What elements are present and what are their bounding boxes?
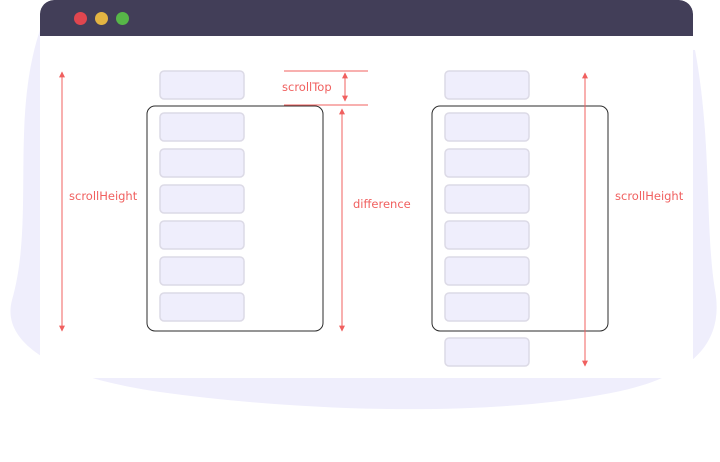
right-visible-item-4 [444,220,530,250]
maximize-dot-icon[interactable] [116,12,129,25]
left-hidden-item-top [159,70,245,100]
scroll-top-label: scrollTop [282,80,332,94]
difference-label-bg [350,195,414,213]
difference-label: difference [353,197,411,211]
left-visible-item-1 [159,112,245,142]
right-scroll-container [431,105,609,332]
left-diagram: scrollHeight scrollTop difference [59,70,414,332]
right-scroll-height-label: scrollHeight [615,189,684,203]
minimize-dot-icon[interactable] [95,12,108,25]
left-visible-item-4 [159,220,245,250]
left-visible-item-6 [159,292,245,322]
left-scroll-height-label: scrollHeight [69,189,138,203]
right-hidden-item-top [444,70,530,100]
right-visible-item-1 [444,112,530,142]
left-scroll-container [146,105,324,332]
right-visible-item-6 [444,292,530,322]
window-titlebar [40,0,693,36]
left-visible-item-3 [159,184,245,214]
left-visible-item-2 [159,148,245,178]
right-hidden-item-bottom [444,337,530,367]
right-diagram: scrollHeight [431,70,688,367]
left-visible-item-5 [159,256,245,286]
right-scroll-height-label-bg [612,187,688,205]
right-visible-item-3 [444,184,530,214]
right-visible-item-5 [444,256,530,286]
right-visible-item-2 [444,148,530,178]
close-dot-icon[interactable] [74,12,87,25]
left-scroll-height-label-bg [66,187,142,205]
